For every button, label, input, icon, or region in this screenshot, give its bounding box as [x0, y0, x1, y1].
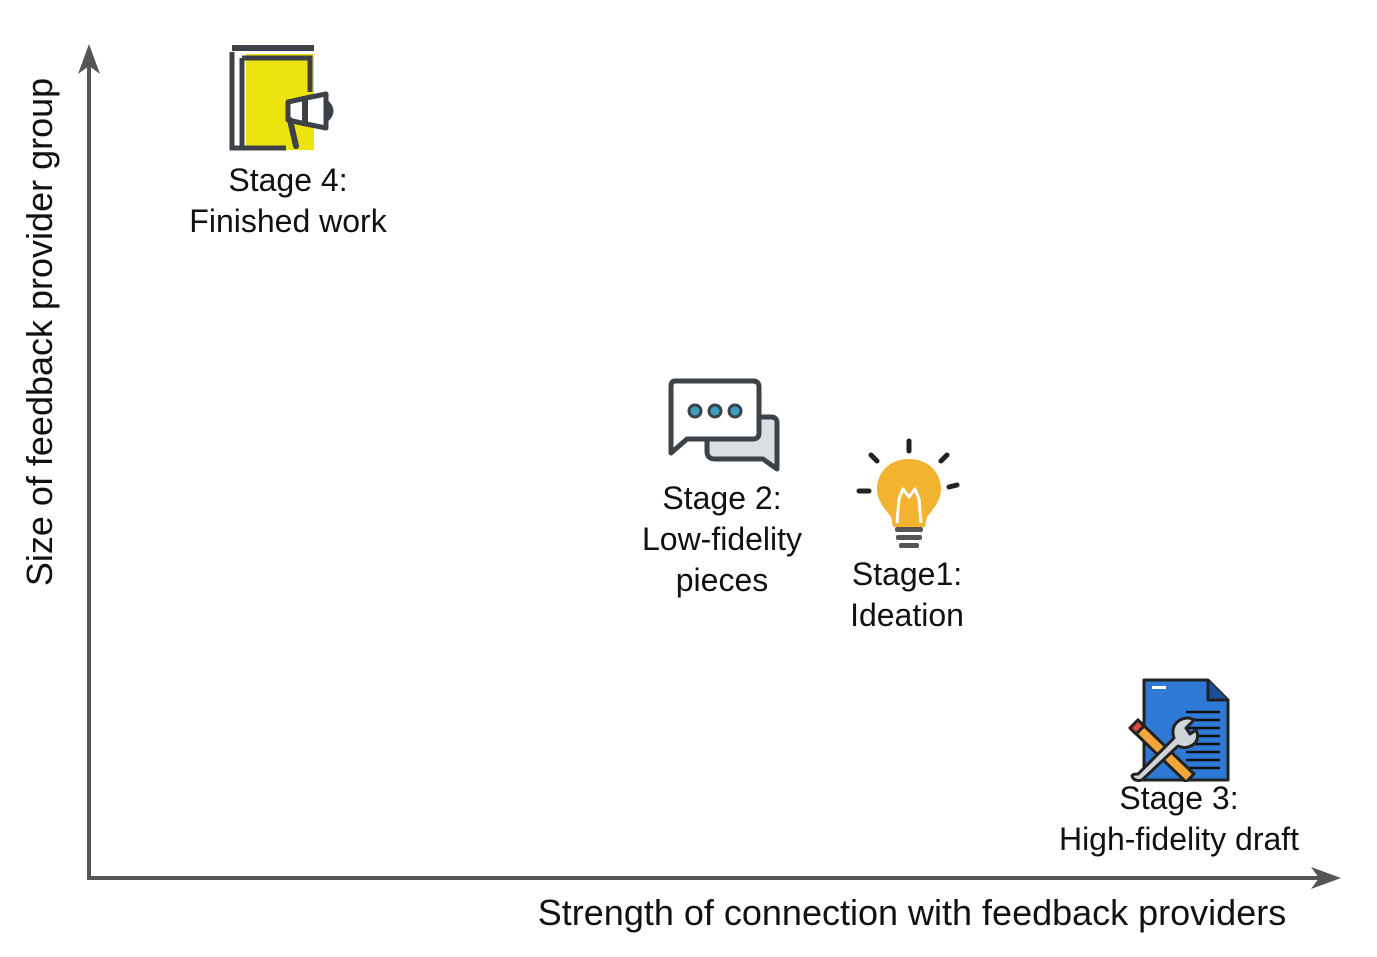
stage2-label: Stage 2: Low-fidelity pieces [642, 478, 802, 601]
stage2-label-line-2: Low-fidelity [641, 521, 803, 557]
stage2-label-line-3: pieces [675, 562, 769, 598]
stage1-label-line-1: Stage1: [851, 556, 963, 592]
stage3-label-line-2: High-fidelity draft [1058, 821, 1300, 857]
stage4-label: Stage 4: Finished work [189, 160, 386, 242]
book-megaphone-icon [229, 45, 334, 151]
y-axis-arrowhead [78, 44, 100, 74]
chat-bubbles-icon [668, 378, 780, 472]
stage3-label: Stage 3: High-fidelity draft [1059, 778, 1299, 860]
stage3-label-line-1: Stage 3: [1119, 780, 1239, 816]
stage1-label: Stage1: Ideation [850, 554, 964, 636]
stage1-label-line-2: Ideation [850, 597, 964, 633]
stage2-label-line-1: Stage 2: [662, 480, 782, 516]
stage4-label-line-1: Stage 4: [228, 162, 348, 198]
x-axis-arrowhead [1311, 867, 1341, 889]
stage4-label-line-2: Finished work [189, 203, 387, 239]
document-tools-icon [1128, 678, 1230, 782]
x-axis-label: Strength of connection with feedback pro… [537, 892, 1287, 933]
y-axis-label: Size of feedback provider group [19, 77, 60, 587]
lightbulb-icon [856, 438, 960, 548]
